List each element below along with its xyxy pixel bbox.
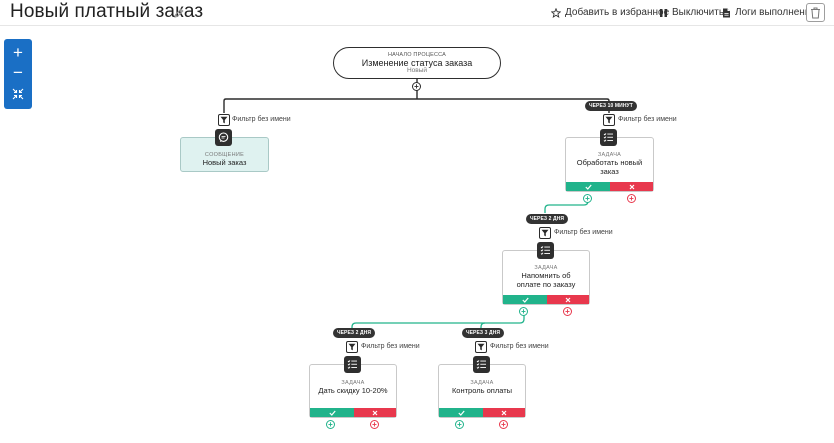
add-step-button[interactable]: + [412, 82, 421, 91]
check-icon [584, 184, 592, 190]
add-success-step-button[interactable]: + [519, 307, 528, 316]
add-fail-step-button[interactable]: + [370, 420, 379, 429]
message-node-caption: СООБЩЕНИЕ [204, 152, 245, 158]
task-node-icon [537, 242, 554, 259]
message-node-icon [215, 129, 232, 146]
task-success-button[interactable] [503, 295, 547, 304]
edit-pencil-icon[interactable] [173, 6, 185, 18]
task-node-process-order[interactable]: ЗАДАЧА Обработать новый заказ [565, 137, 654, 192]
filter-label: Фильтр без имени [490, 343, 549, 350]
document-icon [723, 8, 730, 17]
task-fail-button[interactable] [610, 182, 653, 191]
filter-icon[interactable] [346, 341, 358, 353]
task-fail-button[interactable] [547, 295, 589, 304]
checklist-icon [603, 133, 613, 142]
delete-button[interactable] [806, 3, 825, 22]
checklist-icon [540, 246, 550, 255]
add-fail-step-button[interactable]: + [627, 194, 636, 203]
task-node-caption: ЗАДАЧА [470, 380, 494, 386]
delay-badge: ЧЕРЕЗ 2 ДНЯ [526, 214, 569, 224]
task-node-name: Обработать новый заказ [576, 158, 643, 176]
filter-label: Фильтр без имени [554, 229, 613, 236]
task-node-icon [600, 129, 617, 146]
task-node-caption: ЗАДАЧА [597, 152, 622, 158]
close-icon [501, 410, 507, 415]
star-icon [551, 7, 561, 18]
delay-badge: ЧЕРЕЗ 10 МИНУТ [585, 101, 637, 111]
task-fail-button[interactable] [354, 408, 396, 417]
check-icon [328, 410, 336, 416]
task-node-name: Дать скидку 10-20% [318, 386, 388, 395]
message-node-name: Новый заказ [202, 158, 247, 167]
add-fail-step-button[interactable]: + [563, 307, 572, 316]
execution-logs-label: Логи выполнения [735, 7, 816, 18]
task-node-icon [344, 356, 361, 373]
add-success-step-button[interactable]: + [583, 194, 592, 203]
filter-icon[interactable] [603, 114, 615, 126]
collapse-arrows-icon [12, 88, 24, 100]
check-icon [457, 410, 465, 416]
execution-logs-button[interactable]: Логи выполнения [722, 5, 816, 20]
chat-icon [218, 132, 229, 142]
task-node-discount[interactable]: ЗАДАЧА Дать скидку 10-20% [309, 364, 397, 418]
fit-to-screen-button[interactable] [4, 84, 32, 104]
filter-icon[interactable] [539, 227, 551, 239]
page-header: Новый платный заказ Добавить в избранное… [0, 0, 834, 26]
task-fail-button[interactable] [483, 408, 525, 417]
add-to-favorites-label: Добавить в избранное [565, 7, 670, 18]
check-icon [521, 297, 529, 303]
filter-icon[interactable] [218, 114, 230, 126]
zoom-panel: + − [4, 39, 32, 109]
disable-label: Выключить [672, 7, 725, 18]
zoom-in-button[interactable]: + [13, 42, 23, 62]
page-title: Новый платный заказ [10, 1, 204, 22]
task-node-icon [473, 356, 490, 373]
task-node-caption: ЗАДАЧА [341, 380, 365, 386]
filter-icon[interactable] [475, 341, 487, 353]
process-start-name: Изменение статуса заказа [361, 58, 473, 68]
add-success-step-button[interactable]: + [455, 420, 464, 429]
disable-button[interactable]: Выключить [659, 5, 724, 20]
task-node-caption: ЗАДАЧА [534, 265, 558, 271]
checklist-icon [476, 360, 486, 369]
pause-icon [660, 8, 667, 17]
delay-badge: ЧЕРЕЗ 2 ДНЯ [333, 328, 376, 338]
close-icon [372, 410, 378, 415]
add-success-step-button[interactable]: + [326, 420, 335, 429]
filter-label: Фильтр без имени [232, 116, 291, 123]
task-node-name: Контроль оплаты [451, 386, 513, 395]
task-success-button[interactable] [310, 408, 354, 417]
task-success-button[interactable] [439, 408, 483, 417]
filter-label: Фильтр без имени [361, 343, 420, 350]
zoom-out-button[interactable]: − [13, 62, 23, 82]
process-start-caption: НАЧАЛО ПРОЦЕССА [387, 52, 447, 58]
task-node-name: Напомнить об оплате по заказу [516, 271, 576, 289]
task-node-payment-reminder[interactable]: ЗАДАЧА Напомнить об оплате по заказу [502, 250, 590, 305]
checklist-icon [347, 360, 357, 369]
process-start-status: Новый [406, 67, 428, 74]
process-start-node[interactable]: НАЧАЛО ПРОЦЕССА Изменение статуса заказа… [333, 47, 501, 79]
filter-label: Фильтр без имени [618, 116, 677, 123]
delay-badge: ЧЕРЕЗ 3 ДНЯ [462, 328, 505, 338]
add-to-favorites-button[interactable]: Добавить в избранное [551, 5, 669, 20]
close-icon [565, 297, 571, 302]
trash-icon [811, 7, 820, 18]
task-success-button[interactable] [566, 182, 610, 191]
add-fail-step-button[interactable]: + [499, 420, 508, 429]
close-icon [629, 184, 634, 189]
